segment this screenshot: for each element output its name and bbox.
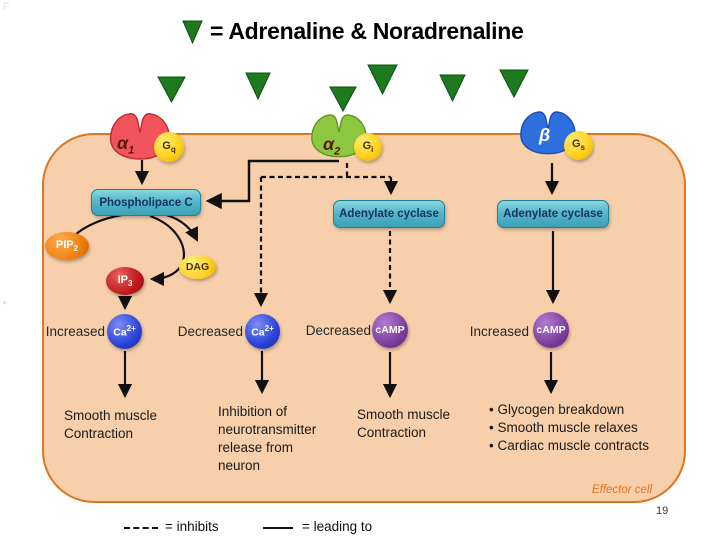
- level-increased-camp: Increased: [469, 324, 529, 339]
- beta-label: β: [539, 125, 551, 145]
- adrenaline-triangle-icon: [329, 86, 357, 113]
- adrenaline-triangle-icon: [182, 20, 203, 44]
- page-title: = Adrenaline & Noradrenaline: [210, 18, 524, 44]
- adrenaline-triangle-icon: [245, 72, 271, 101]
- legend-solid-line: [263, 527, 293, 529]
- gs-protein: Gs: [564, 131, 593, 160]
- adrenaline-triangle-icon: [367, 64, 398, 96]
- adenylate-cyclase-left-box: Adenylate cyclase: [333, 200, 445, 228]
- pip2-node: PIP2: [45, 232, 89, 260]
- effector-cell-label: Effector cell: [591, 484, 652, 496]
- level-increased-ca: Increased: [45, 324, 105, 339]
- adenylate-cyclase-right-box: Adenylate cyclase: [497, 200, 609, 228]
- outcome-beta: • Glycogen breakdown • Smooth muscle rel…: [489, 402, 650, 453]
- legend-leading-to-label: = leading to: [302, 519, 373, 534]
- calcium-mid-node: Ca2+: [245, 314, 280, 349]
- ip3-node: IP3: [106, 267, 144, 295]
- legend-inhibits-label: = inhibits: [165, 519, 219, 534]
- camp-left-node: cAMP: [372, 312, 408, 348]
- title-row: = Adrenaline & Noradrenaline: [182, 18, 524, 45]
- legend-dashed-line: [124, 527, 158, 529]
- adrenaline-triangle-icon: [499, 69, 529, 99]
- dag-node: DAG: [179, 255, 216, 279]
- page-number: 19: [656, 505, 669, 517]
- stray-mark: F: [3, 2, 10, 13]
- stray-mark: ▸: [3, 297, 8, 307]
- adrenaline-triangle-icon: [439, 74, 466, 103]
- camp-right-node: cAMP: [533, 312, 569, 348]
- level-decreased-camp: Decreased: [305, 323, 371, 338]
- adrenaline-triangle-icon: [157, 76, 186, 104]
- calcium-left-node: Ca2+: [107, 314, 142, 349]
- outcome-alpha1: Smooth muscle Contraction: [64, 408, 158, 441]
- gi-protein: Gi: [354, 133, 382, 161]
- level-decreased-ca: Decreased: [177, 324, 243, 339]
- alpha2-label: α2: [323, 134, 341, 158]
- phospholipase-c-box: Phospholipace C: [91, 189, 201, 216]
- outcome-alpha2-camp: Smooth muscle Contraction: [357, 407, 451, 440]
- outcome-alpha2-ca: Inhibition of neurotransmitter release f…: [218, 404, 317, 473]
- gq-protein: Gq: [154, 132, 184, 162]
- alpha1-label: α1: [117, 133, 135, 157]
